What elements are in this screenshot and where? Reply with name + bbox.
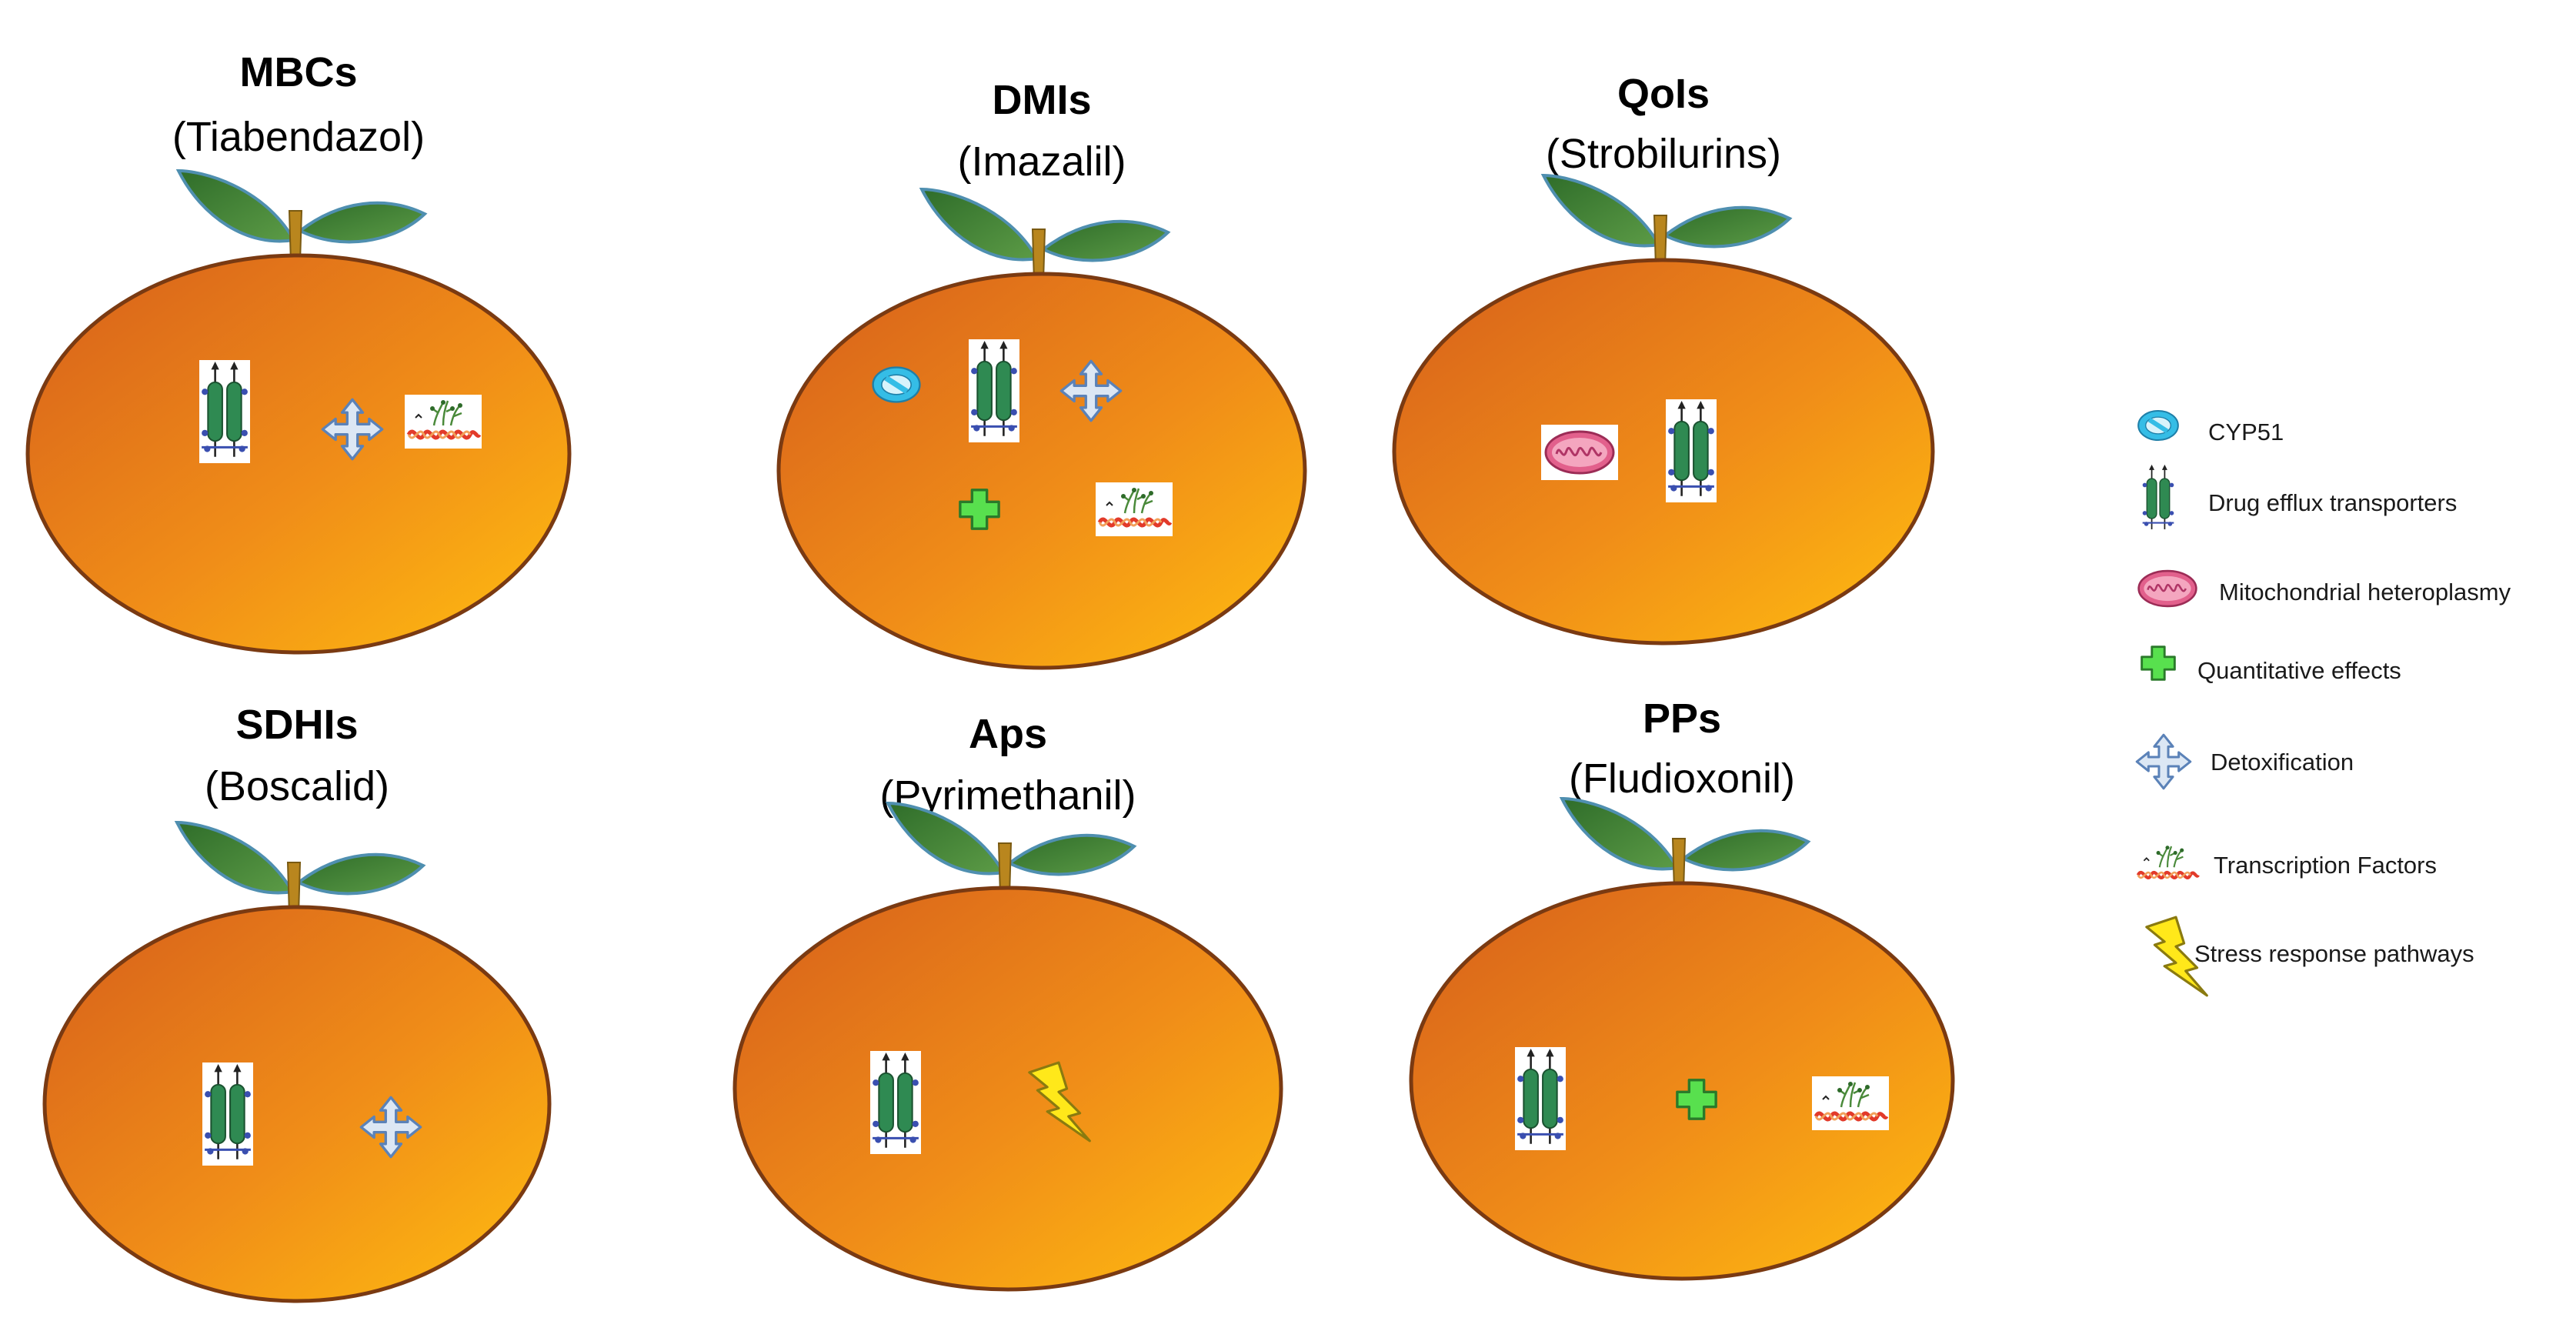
legend-label: Drug efflux transporters — [2208, 489, 2457, 516]
transcription-factor-icon — [1812, 1076, 1889, 1130]
leaf-stem — [175, 168, 428, 264]
panel-subtitle: (Strobilurins) — [1546, 131, 1781, 177]
panel-qois: QoIs (Strobilurins) — [1392, 71, 1935, 645]
orange-fruit — [42, 905, 552, 1303]
transporter-icon — [2141, 463, 2176, 534]
panel-pps: PPs (Fludioxonil) — [1409, 696, 1955, 1281]
orange-fruit — [732, 886, 1283, 1292]
transporter-icon — [199, 360, 250, 463]
legend-label: Quantitative effects — [2197, 657, 2401, 684]
legend-item: Stress response pathways — [2145, 916, 2474, 997]
legend-item: Transcription Factors — [2135, 841, 2437, 887]
panel-title: SDHIs — [235, 702, 358, 748]
panel-subtitle: (Tiabendazol) — [172, 114, 425, 160]
cyp51-icon — [2138, 411, 2178, 440]
legend-item: Quantitative effects — [2141, 645, 2401, 684]
panel-title: PPs — [1643, 696, 1721, 742]
transcription-factor-icon — [2135, 841, 2201, 887]
transporter-icon — [870, 1051, 921, 1154]
orange-fruit — [25, 253, 572, 655]
legend-item: Detoxification — [2135, 733, 2354, 790]
quantitative-effects-icon — [2141, 645, 2176, 681]
panel-title: QoIs — [1617, 71, 1710, 117]
leaf-stem — [1540, 173, 1793, 269]
legend-item: Drug efflux transporters — [2141, 463, 2457, 534]
leaf-stem — [174, 820, 426, 916]
panel-sdhis: SDHIs (Boscalid) — [42, 702, 552, 1303]
legend-item: Mitochondrial heteroplasmy — [2134, 565, 2511, 612]
detoxification-icon — [2135, 733, 2192, 790]
legend-item: CYP51 — [2138, 411, 2284, 445]
orange-fruit — [1409, 881, 1955, 1281]
panel-aps: Aps(Pyrimethanil) — [732, 711, 1283, 1292]
mitochondria-icon — [1541, 425, 1618, 480]
panel-title: DMIs — [992, 77, 1091, 123]
mitochondria-icon — [2134, 565, 2201, 612]
panel-subtitle: (Boscalid) — [205, 763, 389, 809]
transporter-icon — [1666, 399, 1717, 502]
leaf-stem — [885, 801, 1137, 896]
transcription-factor-icon — [405, 395, 482, 449]
leaf-stem — [1559, 796, 1811, 892]
cyp51-icon — [873, 368, 920, 402]
legend-label: Stress response pathways — [2194, 940, 2474, 967]
transporter-icon — [969, 339, 1019, 442]
transporter-icon — [1515, 1047, 1566, 1150]
legend-label: Transcription Factors — [2214, 852, 2437, 879]
panel-title: MBCs — [239, 49, 357, 95]
orange-fruit — [1392, 258, 1935, 645]
transporter-icon — [202, 1062, 253, 1166]
legend-label: Detoxification — [2211, 749, 2354, 776]
panel-dmis: DMIs (Imazalil) — [776, 77, 1307, 670]
panel-mbcs: MBCs (Tiabendazol) — [25, 49, 572, 655]
transcription-factor-icon — [1096, 482, 1173, 536]
legend-label: CYP51 — [2208, 419, 2284, 445]
orange-fruit — [776, 272, 1307, 670]
panel-subtitle: (Fludioxonil) — [1569, 756, 1795, 802]
panel-title: Aps — [969, 711, 1047, 757]
panel-subtitle: (Imazalil) — [957, 138, 1126, 185]
legend-label: Mitochondrial heteroplasmy — [2219, 579, 2511, 605]
leaf-stem — [919, 187, 1171, 282]
